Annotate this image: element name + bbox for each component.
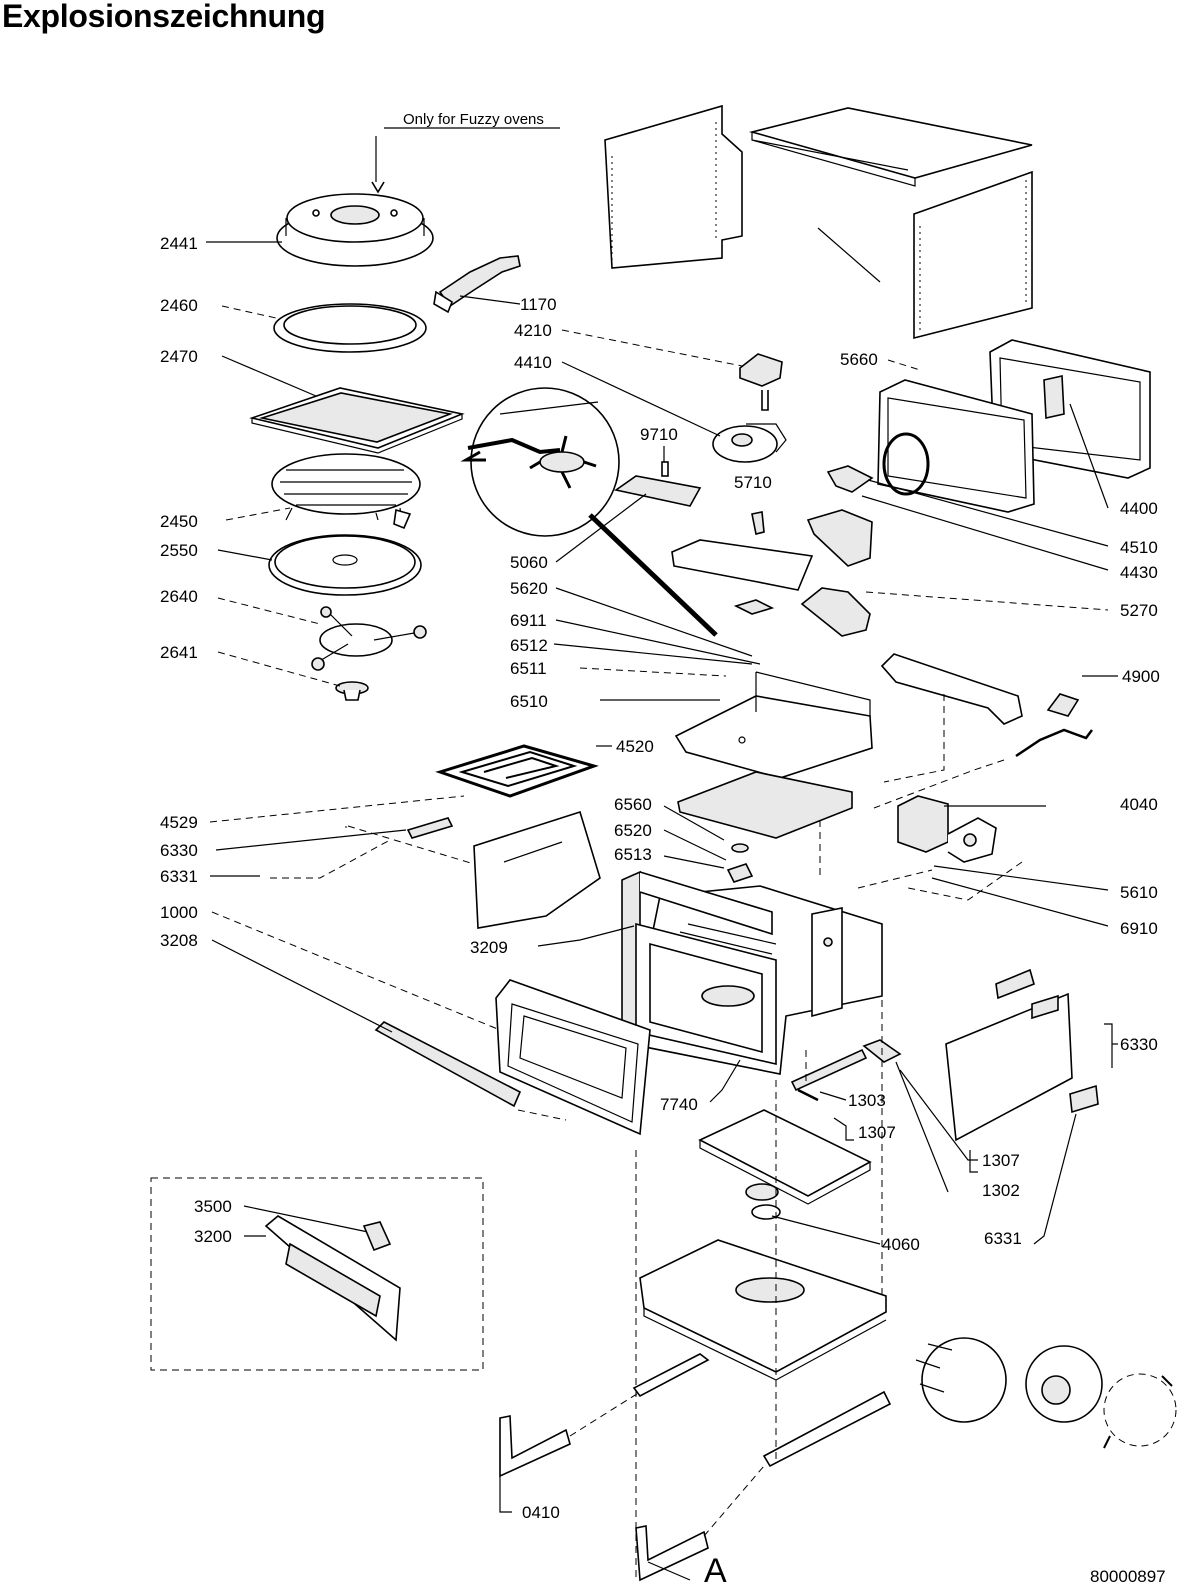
part-number-2441: 2441 bbox=[160, 234, 198, 253]
part-number-1170: 1170 bbox=[520, 295, 557, 314]
part-stirrer-assembly bbox=[915, 1337, 1177, 1449]
part-stirrer-motor bbox=[745, 1183, 781, 1220]
part-number-4060: 4060 bbox=[882, 1235, 920, 1254]
part-number-5620: 5620 bbox=[510, 579, 548, 598]
part-number-6911: 6911 bbox=[510, 611, 547, 630]
part-number-6511: 6511 bbox=[510, 659, 547, 678]
part-number-9710: 9710 bbox=[640, 425, 678, 444]
part-number-6513: 6513 bbox=[614, 845, 652, 864]
part-crisp-plate bbox=[273, 303, 427, 353]
part-mica-cover bbox=[406, 817, 454, 839]
part-bottom-plate bbox=[698, 1109, 872, 1205]
part-number-0410: 0410 bbox=[522, 1503, 560, 1522]
part-number-4040: 4040 bbox=[1120, 795, 1158, 814]
part-number-6330-right: 6330 bbox=[1120, 1035, 1158, 1054]
part-number-4520: 4520 bbox=[616, 737, 654, 756]
part-number-6331-left: 6331 bbox=[160, 867, 198, 886]
part-number-3500: 3500 bbox=[194, 1197, 232, 1216]
part-base-rails bbox=[499, 1353, 892, 1582]
part-roller-ring bbox=[311, 606, 427, 671]
part-number-1303: 1303 bbox=[848, 1091, 886, 1110]
detail-view-circle bbox=[460, 387, 718, 637]
part-module-5270 bbox=[733, 587, 871, 637]
part-grill-heater bbox=[435, 744, 599, 798]
part-number-6560: 6560 bbox=[614, 795, 652, 814]
part-fan-motor bbox=[712, 423, 787, 463]
part-number-1307-right: 1307 bbox=[982, 1151, 1020, 1170]
part-number-5270: 5270 bbox=[1120, 601, 1158, 620]
part-number-6510: 6510 bbox=[510, 692, 548, 711]
part-choke-frame bbox=[826, 379, 1035, 513]
part-number-4210: 4210 bbox=[514, 321, 552, 340]
part-number-2470: 2470 bbox=[160, 347, 198, 366]
part-turntable-glass bbox=[268, 534, 422, 596]
part-number-5060: 5060 bbox=[510, 553, 548, 572]
part-number-2460: 2460 bbox=[160, 296, 198, 315]
page-title: Explosionszeichnung bbox=[2, 0, 326, 34]
part-number-4510: 4510 bbox=[1120, 538, 1158, 557]
part-back-panel bbox=[473, 810, 601, 929]
part-side-panel-right bbox=[913, 170, 1033, 340]
part-top-cover bbox=[748, 107, 1033, 187]
part-transformer bbox=[897, 795, 997, 863]
part-number-6910: 6910 bbox=[1120, 919, 1158, 938]
part-number-6331-right: 6331 bbox=[984, 1229, 1022, 1248]
part-number-5610: 5610 bbox=[1120, 883, 1158, 902]
part-main-cavity bbox=[621, 870, 883, 1075]
part-control-board bbox=[614, 475, 702, 507]
part-number-4900: 4900 bbox=[1122, 667, 1160, 686]
part-coupler bbox=[335, 681, 369, 701]
part-number-3200: 3200 bbox=[194, 1227, 232, 1246]
part-number-1000: 1000 bbox=[160, 903, 198, 922]
part-number-6520: 6520 bbox=[614, 821, 652, 840]
part-number-6512: 6512 bbox=[510, 636, 548, 655]
part-number-4529: 4529 bbox=[160, 813, 198, 832]
part-top-trim bbox=[880, 653, 1023, 725]
drawing-number: 80000897 bbox=[1090, 1567, 1166, 1586]
part-number-3209: 3209 bbox=[470, 938, 508, 957]
optional-parts-box bbox=[150, 1177, 484, 1371]
part-number-4430: 4430 bbox=[1120, 563, 1158, 582]
part-side-panel-left bbox=[604, 104, 743, 269]
part-number-2550: 2550 bbox=[160, 541, 198, 560]
part-relay bbox=[739, 353, 783, 411]
part-baking-tray bbox=[249, 387, 465, 454]
part-number-4400: 4400 bbox=[1120, 499, 1158, 518]
part-number-1307-lower: 1307 bbox=[858, 1123, 896, 1142]
part-right-insulation bbox=[945, 968, 1099, 1142]
part-number-4410: 4410 bbox=[514, 353, 552, 372]
view-marker: A bbox=[704, 1552, 727, 1587]
part-handle bbox=[433, 255, 521, 314]
part-number-6330-left: 6330 bbox=[160, 841, 198, 860]
part-number-2640: 2640 bbox=[160, 587, 198, 606]
part-sensor bbox=[661, 461, 669, 477]
part-number-3208: 3208 bbox=[160, 931, 198, 950]
part-power-cord bbox=[1015, 693, 1093, 758]
part-grill-rack bbox=[271, 453, 421, 530]
part-control-frame bbox=[671, 509, 873, 591]
part-base-plate bbox=[639, 1239, 887, 1381]
part-door-strip bbox=[374, 1021, 522, 1108]
part-number-5660: 5660 bbox=[840, 350, 878, 369]
part-door bbox=[495, 979, 651, 1136]
part-insulation-pad bbox=[677, 771, 853, 839]
part-number-7740: 7740 bbox=[660, 1095, 698, 1114]
part-number-2641: 2641 bbox=[160, 643, 198, 662]
part-fuse-holder bbox=[726, 843, 754, 883]
part-cavity-top bbox=[674, 671, 873, 779]
part-fuzzy-cover bbox=[276, 193, 434, 267]
part-number-2450: 2450 bbox=[160, 512, 198, 531]
fuzzy-note: Only for Fuzzy ovens bbox=[403, 111, 544, 128]
part-number-5710: 5710 bbox=[734, 473, 772, 492]
part-number-1302: 1302 bbox=[982, 1181, 1020, 1200]
